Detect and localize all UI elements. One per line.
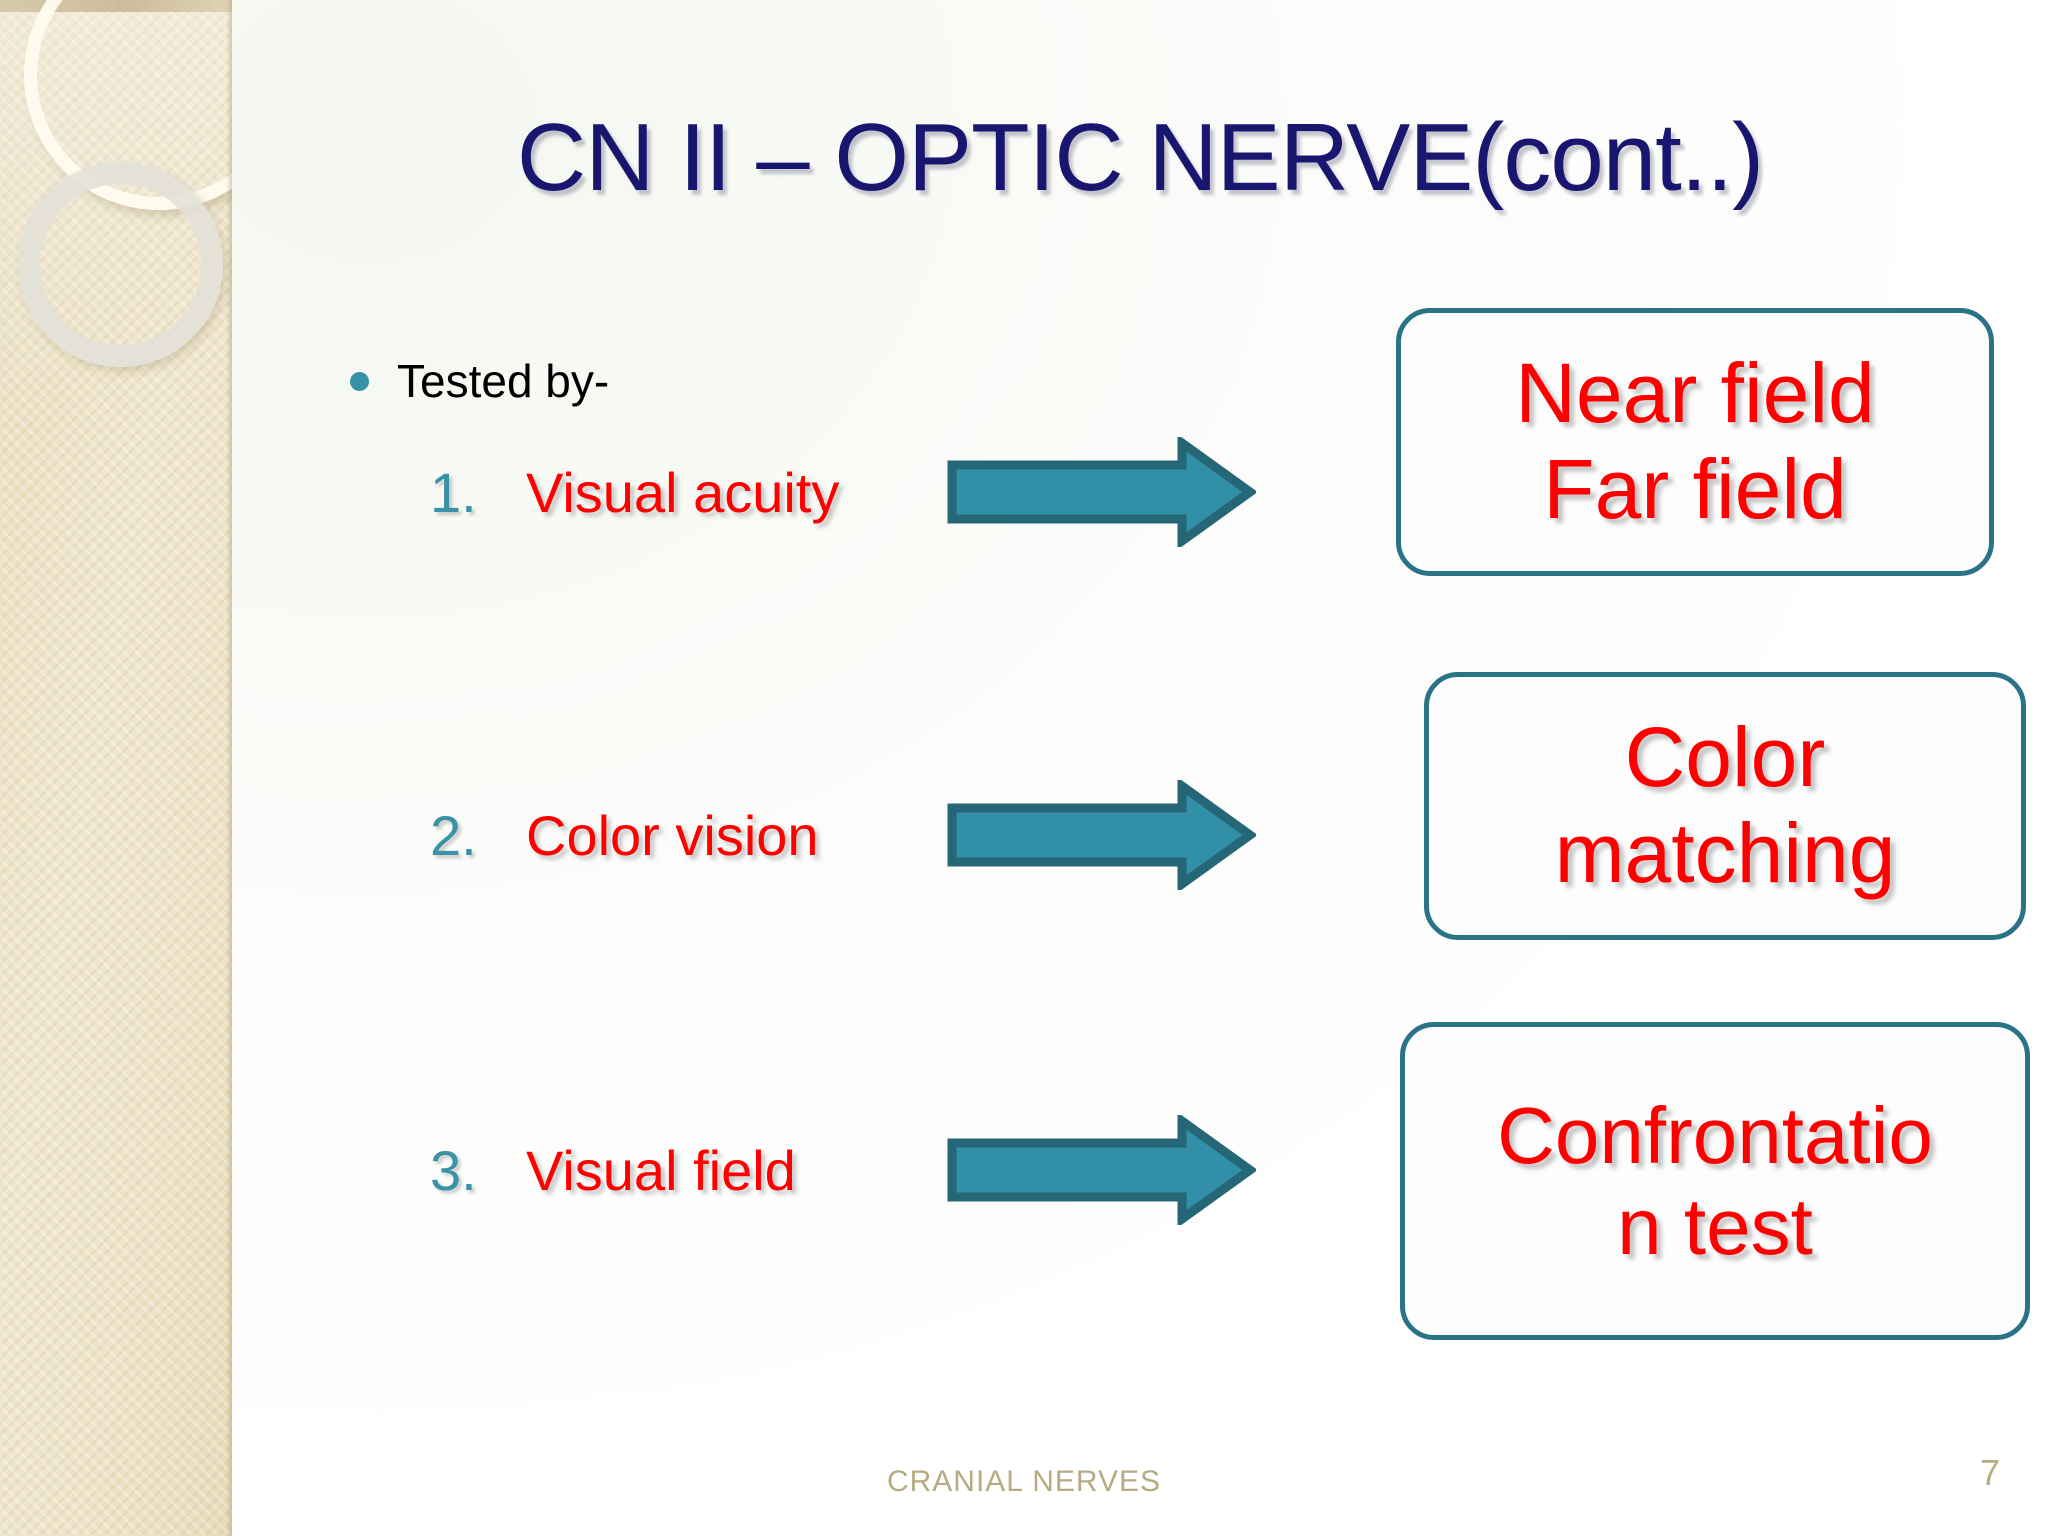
result-line: Near field <box>1515 346 1875 441</box>
result-line: Far field <box>1543 442 1847 536</box>
result-line: n test <box>1617 1182 1813 1271</box>
decorative-side-band <box>0 0 232 1536</box>
tested-by-label: Tested by- <box>397 355 610 407</box>
page-title: CN II – OPTIC NERVE(cont..) <box>516 104 1764 211</box>
test-name: Color vision <box>526 803 819 867</box>
right-arrow-icon <box>946 1115 1256 1225</box>
test-name: Visual field <box>526 1138 796 1202</box>
test-row: 2. Color vision <box>430 775 1990 895</box>
result-box: Confrontatio n test <box>1400 1022 2030 1340</box>
test-row: 3. Visual field <box>430 1110 1990 1230</box>
test-row: 1. Visual acuity <box>430 432 1990 552</box>
result-box: Near field Far field <box>1396 308 1994 576</box>
result-box: Color matching <box>1424 672 2026 940</box>
result-line: Confrontatio <box>1497 1090 1933 1180</box>
right-arrow-icon <box>946 437 1256 547</box>
right-arrow-icon <box>946 780 1256 890</box>
footer-text: CRANIAL NERVES <box>886 1465 1162 1498</box>
band-right-edge <box>226 0 232 1536</box>
tested-by-row: Tested by- <box>350 358 609 404</box>
test-number: 2. <box>430 803 477 867</box>
test-number: 1. <box>430 460 477 524</box>
gray-ring-icon <box>18 162 223 367</box>
result-line: Color <box>1624 710 1826 805</box>
test-number: 3. <box>430 1138 477 1202</box>
page-number: 7 <box>1979 1452 2000 1493</box>
result-line: matching <box>1554 806 1896 900</box>
bullet-dot-icon <box>350 371 369 391</box>
test-name: Visual acuity <box>526 460 840 524</box>
